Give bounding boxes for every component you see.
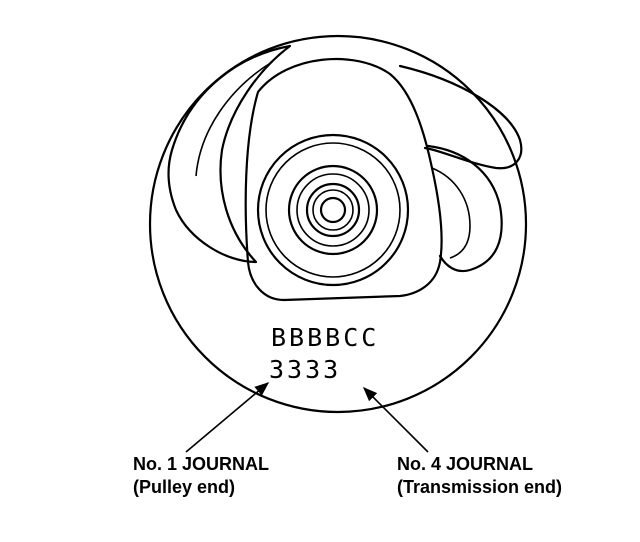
journal-ring-5 <box>305 182 361 238</box>
left-counterweight-inner <box>195 61 273 177</box>
right-web-inner <box>431 167 471 259</box>
main-journal-code: BBBBCC <box>271 323 379 352</box>
journal-1-title: No. 1 JOURNAL <box>133 454 269 474</box>
left-counterweight <box>167 44 292 264</box>
journal-ring-3 <box>287 164 379 256</box>
journal-4-leader-arrow <box>362 386 429 453</box>
journal-4-subtitle: (Transmission end) <box>397 477 562 497</box>
journal-center-hole <box>319 196 347 224</box>
center-web <box>244 57 443 302</box>
crank-end-outline <box>148 34 528 414</box>
journal-ring-6 <box>312 189 354 231</box>
journal-ring-2 <box>265 142 401 278</box>
journal-4-title: No. 4 JOURNAL <box>397 454 533 474</box>
journal-1-leader-arrow <box>185 382 270 453</box>
journal-1-subtitle: (Pulley end) <box>133 477 235 497</box>
rod-journal-code: 3333 <box>269 355 341 384</box>
journal-outer-ring <box>256 133 410 287</box>
right-web <box>426 144 503 273</box>
right-counterweight <box>398 64 523 170</box>
journal-ring-4 <box>296 173 370 247</box>
